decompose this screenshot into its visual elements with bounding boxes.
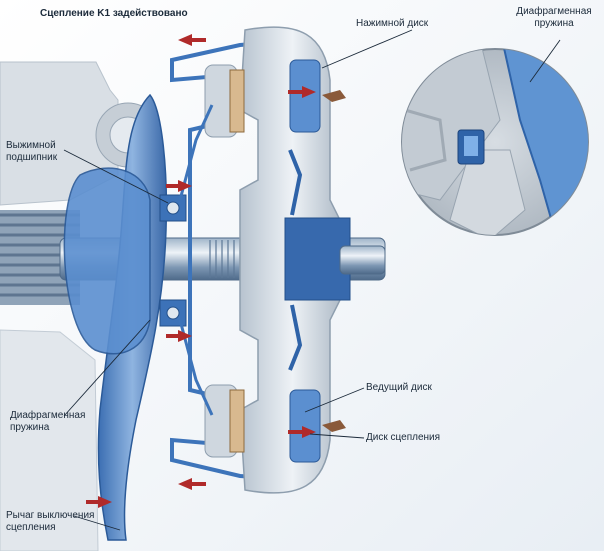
diaphragm-spring-lower [178,319,214,416]
label-drive-disc: Ведущий диск [366,382,432,393]
label-clutch-disc: Диск сцепления [366,432,441,443]
label-release-bearing-line2: подшипник [6,152,58,163]
label-release-lever-line1: Рычаг выключения [6,510,95,521]
gearbox-housing-lower [0,329,99,551]
right-spring-upper [288,149,303,216]
right-spring-lower [288,304,303,371]
label-diaphragm-spring-inset-line2: пружина [534,18,574,29]
brown-lever-upper [322,90,346,102]
label-diaphragm-spring-line1: Диафрагменная [10,410,86,421]
release-bearing [159,194,187,327]
pressure-plate-lower [204,384,321,463]
label-release-bearing: Выжимной подшипник [6,140,57,164]
leader-lines [63,29,561,531]
label-release-lever: Рычаг выключения сцепления [6,510,94,534]
hub-flange [284,217,351,301]
shaft-end [339,245,386,275]
label-diaphragm-spring-inset-line1: Диафрагменная [516,6,592,17]
label-pressure-plate: Нажимной диск [356,18,429,29]
release-lever-body [63,167,151,355]
label-diaphragm-spring-line2: пружина [10,422,50,433]
label-diaphragm-spring-inset: Диафрагменная пружина [510,6,598,30]
diaphragm-spring-upper [178,104,214,201]
label-diaphragm-spring: Диафрагменная пружина [10,410,85,434]
brown-lever-lower [322,420,346,432]
label-release-bearing-line1: Выжимной [6,140,56,151]
force-arrows [86,34,316,508]
diagram-title: Сцепление K1 задействовано [40,8,188,19]
label-release-lever-line2: сцепления [6,522,56,533]
